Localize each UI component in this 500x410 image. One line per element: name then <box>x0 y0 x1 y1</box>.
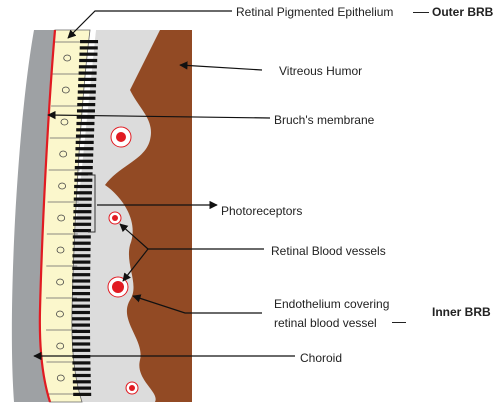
photoreceptor-rod <box>72 342 91 346</box>
rpe-cell-nucleus <box>58 182 67 190</box>
photoreceptor-rod <box>77 90 96 94</box>
photoreceptor-rod <box>75 153 94 157</box>
photoreceptor-rod <box>73 222 92 226</box>
photoreceptor-rod <box>72 266 91 270</box>
rpe-cell-nucleus <box>56 342 65 350</box>
rpe-label: Retinal Pigmented Epithelium <box>236 5 394 19</box>
photoreceptor-rod <box>77 96 96 100</box>
photoreceptor-rod <box>74 159 93 163</box>
photoreceptor-bracket <box>88 174 96 233</box>
rpe-cell-nucleus <box>56 374 65 382</box>
photoreceptor-rod <box>71 310 90 315</box>
photoreceptor-rod <box>73 392 92 396</box>
rpe-cell-nucleus <box>61 86 70 94</box>
vitreous-label: Vitreous Humor <box>279 64 363 78</box>
choroid-label: Choroid <box>300 351 343 365</box>
photoreceptor-rod <box>72 373 91 378</box>
photoreceptor-rod <box>74 166 93 170</box>
photoreceptor-rod <box>71 323 90 327</box>
photoreceptor-rod <box>74 178 93 182</box>
rpe-cell-nucleus <box>60 118 69 126</box>
retinal-blood-vessel <box>107 276 129 298</box>
rpe-cell-nucleus <box>56 310 64 318</box>
retinal-blood-vessel <box>110 126 132 148</box>
photoreceptor-rod <box>72 336 91 340</box>
photoreceptor-rod <box>75 134 94 138</box>
rpe-cell-nucleus <box>56 246 65 254</box>
vessel-arrow-lower <box>122 248 149 282</box>
photoreceptor-rod <box>71 298 90 302</box>
endothelium-arrow <box>132 294 262 314</box>
inner-brb-dash <box>392 322 406 323</box>
retinal-blood-vessel <box>108 211 122 225</box>
photoreceptor-rod <box>79 46 98 50</box>
photoreceptor-rod <box>72 254 91 258</box>
photoreceptor-rod <box>76 115 95 119</box>
photoreceptor-rod <box>79 52 98 56</box>
rpe-cell-nucleus <box>63 54 72 62</box>
photoreceptor-rod <box>72 247 91 252</box>
photoreceptor-rod <box>71 317 90 321</box>
photoreceptor-rod <box>80 40 99 44</box>
photoreceptor-rod <box>72 367 91 371</box>
endothelium-label-line1: Endothelium covering <box>274 297 390 311</box>
vessel-arrow-upper <box>119 223 149 250</box>
photoreceptor-rod <box>72 229 91 233</box>
photoreceptor-rod <box>78 71 97 75</box>
photoreceptor-rod <box>73 216 92 220</box>
photoreceptor-rod <box>72 241 91 245</box>
photoreceptor-rod <box>72 260 91 264</box>
photoreceptor-rod <box>72 329 91 333</box>
photoreceptor-rod <box>78 84 97 88</box>
photoreceptor-rod <box>75 140 94 144</box>
photoreceptor-rod <box>72 235 91 239</box>
rpe-cell-nucleus <box>59 150 68 158</box>
photoreceptor-rod <box>72 380 91 384</box>
rpe-dash <box>413 12 429 13</box>
inner-brb-label: Inner BRB <box>432 305 491 319</box>
rpe-cells <box>45 41 85 395</box>
photoreceptor-rod <box>74 172 93 176</box>
outer-brb-label: Outer BRB <box>432 5 494 19</box>
photoreceptor-rod <box>71 304 90 308</box>
photoreceptor-rod <box>72 292 91 296</box>
bruch-label: Bruch's membrane <box>274 113 375 127</box>
photoreceptor-rod <box>73 210 92 214</box>
photoreceptor-rod <box>78 77 97 81</box>
photoreceptor-rod <box>73 386 92 390</box>
endothelium-label-line2: retinal blood vessel <box>274 316 377 330</box>
retinal-vessels-label: Retinal Blood vessels <box>271 244 386 258</box>
photoreceptor-rod <box>76 109 95 113</box>
photoreceptor-rod <box>74 184 93 189</box>
rpe-cell-nucleus <box>56 278 64 286</box>
bruchs-membrane-line <box>38 29 57 403</box>
photoreceptor-rod <box>72 273 91 277</box>
photoreceptor-rod <box>76 128 95 132</box>
photoreceptor-rod <box>73 197 92 201</box>
photoreceptor-rod <box>79 58 98 63</box>
photoreceptors-label: Photoreceptors <box>221 204 303 218</box>
photoreceptor-rod <box>76 121 95 126</box>
photoreceptor-rod <box>72 285 91 289</box>
choroid-layer <box>11 30 55 402</box>
photoreceptor-rods <box>71 40 99 396</box>
photoreceptor-rod <box>73 203 92 207</box>
bruch-arrow <box>47 110 271 120</box>
vitreous-arrow <box>179 61 263 71</box>
rpe-cell-nucleus <box>57 214 66 222</box>
photoreceptor-rod <box>72 361 91 365</box>
photoreceptor-rod <box>72 348 91 352</box>
photoreceptor-rod <box>78 65 97 69</box>
photoreceptor-rod <box>73 191 92 195</box>
retinal-blood-vessel <box>125 381 139 395</box>
photoreceptor-rod <box>77 103 96 107</box>
photoreceptor-rod <box>72 279 91 283</box>
rpe-arrow <box>67 10 232 39</box>
photoreceptor-rod <box>75 147 94 151</box>
